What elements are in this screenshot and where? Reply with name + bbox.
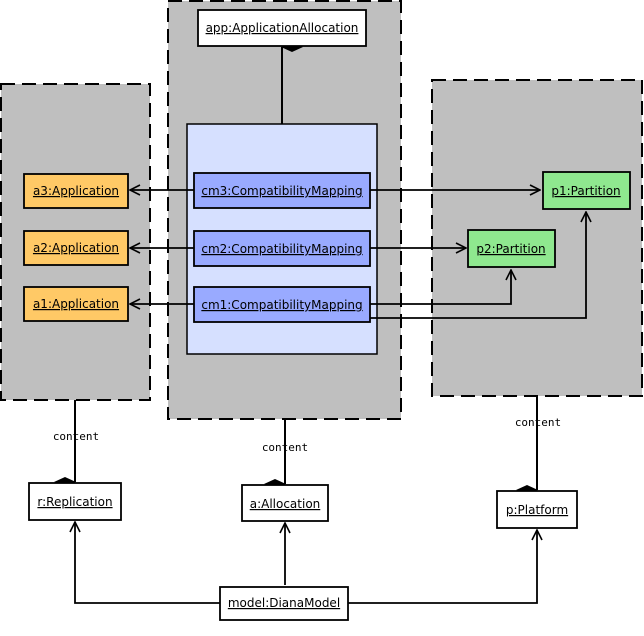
node-a2-application[interactable]: a2:Application xyxy=(23,230,129,266)
node-allocation-label: a:Allocation xyxy=(250,497,321,511)
node-p1-label: p1:Partition xyxy=(551,184,620,198)
node-cm1-mapping[interactable]: cm1:CompatibilityMapping xyxy=(193,286,371,323)
node-replication[interactable]: r:Replication xyxy=(28,482,122,521)
node-cm2-mapping[interactable]: cm2:CompatibilityMapping xyxy=(193,230,371,267)
cm1-to-p2-arrow xyxy=(370,270,511,305)
node-app-allocation-label: app:ApplicationAllocation xyxy=(206,21,359,35)
node-platform[interactable]: p:Platform xyxy=(496,490,578,529)
content-label-left: content xyxy=(53,430,99,443)
node-allocation[interactable]: a:Allocation xyxy=(241,484,329,522)
node-p2-label: p2:Partition xyxy=(476,242,545,256)
node-cm2-label: cm2:CompatibilityMapping xyxy=(201,242,362,256)
node-cm3-label: cm3:CompatibilityMapping xyxy=(201,184,362,198)
node-a1-label: a1:Application xyxy=(33,297,119,311)
model-to-replication-arrow xyxy=(75,522,220,604)
cm1-to-p1-arrow xyxy=(370,212,586,319)
node-a1-application[interactable]: a1:Application xyxy=(23,286,129,322)
node-a3-label: a3:Application xyxy=(33,184,119,198)
node-p1-partition[interactable]: p1:Partition xyxy=(542,171,631,210)
node-p2-partition[interactable]: p2:Partition xyxy=(467,229,556,268)
node-cm3-mapping[interactable]: cm3:CompatibilityMapping xyxy=(193,172,371,209)
model-to-platform-arrow xyxy=(348,530,537,604)
node-a2-label: a2:Application xyxy=(33,241,119,255)
node-diana-model[interactable]: model:DianaModel xyxy=(219,586,349,621)
content-label-middle: content xyxy=(262,441,308,454)
node-a3-application[interactable]: a3:Application xyxy=(23,173,129,209)
node-platform-label: p:Platform xyxy=(506,503,568,517)
node-cm1-label: cm1:CompatibilityMapping xyxy=(201,298,362,312)
node-app-allocation[interactable]: app:ApplicationAllocation xyxy=(197,9,367,47)
node-diana-model-label: model:DianaModel xyxy=(228,596,340,610)
node-replication-label: r:Replication xyxy=(37,495,112,509)
content-label-right: content xyxy=(515,416,561,429)
